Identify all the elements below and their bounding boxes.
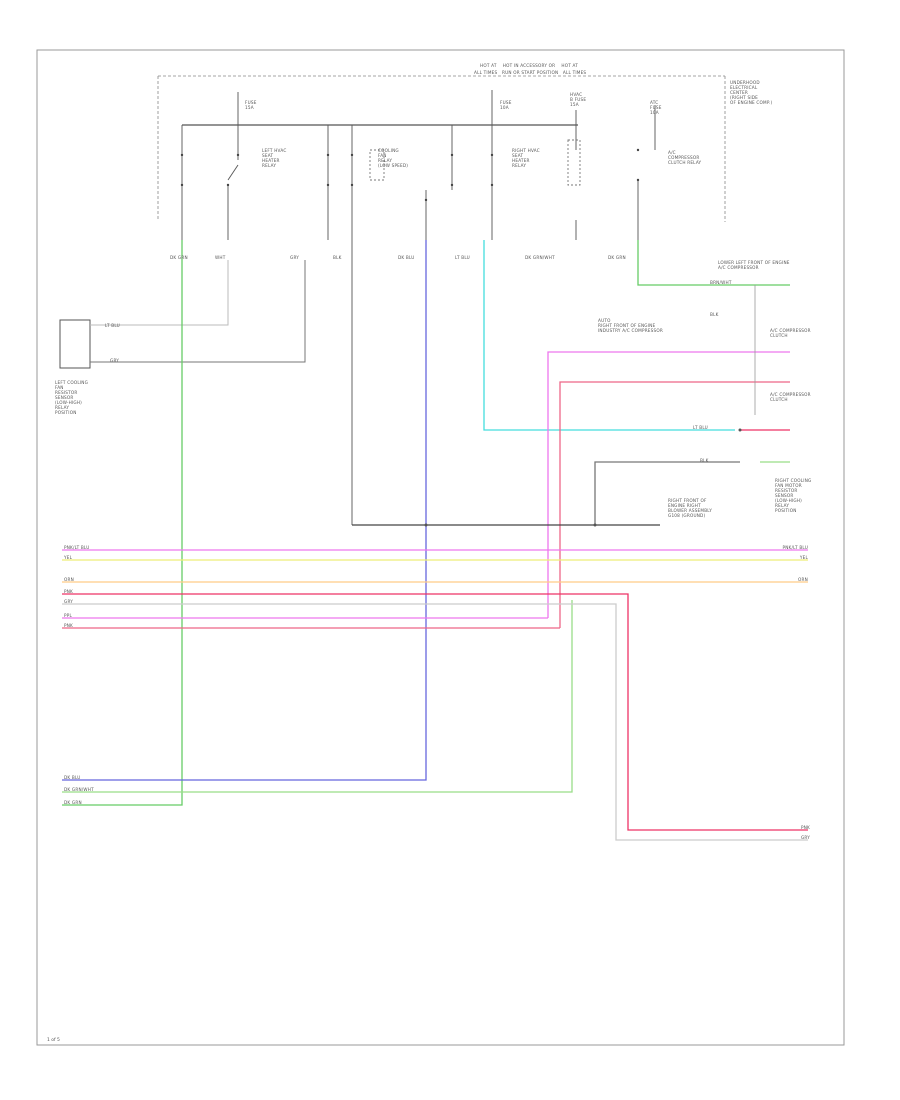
bottom-right-label-1: PNK bbox=[800, 825, 810, 830]
wire-label-5: DK BLU bbox=[398, 255, 415, 260]
bus-label-3: ORN bbox=[64, 577, 74, 582]
page-tag: 1 of 5 bbox=[47, 1038, 60, 1043]
relay-label-4: A/C COMPRESSOR CLUTCH RELAY bbox=[668, 150, 702, 165]
wire-label-10: GRY bbox=[110, 358, 120, 363]
bus-label-5: GRY bbox=[64, 599, 74, 604]
bus-label-4: PNK bbox=[64, 589, 74, 594]
bus-label-6: PPL bbox=[64, 613, 72, 618]
wire-label-8: DK GRN bbox=[608, 255, 626, 260]
right-connector-label: BRN/WHT bbox=[710, 280, 732, 285]
right-wire-label: BLK bbox=[710, 312, 719, 317]
bus-label-1: PNK/LT BLU bbox=[64, 545, 90, 550]
relay-label-2: COOLING FAN RELAY (LOW SPEED) bbox=[378, 148, 409, 168]
right-wire-cyan-label: LT BLU bbox=[693, 425, 708, 430]
power-feed-group bbox=[157, 75, 726, 222]
bus-label-2: YEL bbox=[64, 555, 73, 560]
top-power-label-2: ALL TIMES RUN OR START POSITION ALL TIME… bbox=[474, 70, 587, 75]
splice-dot-icon bbox=[424, 428, 742, 527]
relay-label-1: LEFT HVAC SEAT HEATER RELAY bbox=[262, 148, 287, 168]
fuse-label-3: HVAC B FUSE 15A bbox=[570, 92, 587, 107]
wire-label-6: LT BLU bbox=[455, 255, 470, 260]
bus-wire-group bbox=[62, 549, 808, 841]
bus-right-label-3: ORN bbox=[798, 577, 808, 582]
ground-label: RIGHT FRONT OF ENGINE RIGHT BLOWER ASSEM… bbox=[668, 498, 713, 518]
fuse-label-4: ATC FUSE 10A bbox=[650, 100, 662, 115]
underhood-center-label: UNDERHOOD ELECTRICAL CENTER (RIGHT SIDE … bbox=[730, 80, 773, 105]
wire-label-4: BLK bbox=[333, 255, 342, 260]
right-top-label: LOWER LEFT FRONT OF ENGINE A/C COMPRESSO… bbox=[718, 260, 790, 270]
wire-label-9: LT BLU bbox=[105, 323, 120, 328]
right-pink-label: AUTO RIGHT FRONT OF ENGINE INDUSTRY A/C … bbox=[598, 318, 663, 333]
top-power-label-1: HOT AT HOT IN ACCESSORY OR HOT AT bbox=[480, 63, 578, 68]
bottom-right-label-2: GRY bbox=[800, 835, 810, 840]
wire-label-2: WHT bbox=[215, 255, 226, 260]
wire-label-3: GRY bbox=[290, 255, 300, 260]
bus-right-label-2: YEL bbox=[799, 555, 808, 560]
right-clutch-label-b: A/C COMPRESSOR CLUTCH bbox=[770, 392, 811, 402]
colored-wire-group bbox=[62, 240, 790, 806]
switch-contact-icon bbox=[180, 148, 640, 202]
component-box-icon bbox=[59, 319, 91, 369]
left-feed-wires bbox=[90, 260, 306, 363]
bottom-label-2: DK GRN/WHT bbox=[64, 787, 94, 792]
bottom-label-3: DK GRN bbox=[64, 800, 82, 805]
wire-label-7: DK GRN/WHT bbox=[525, 255, 555, 260]
relay-label-3: RIGHT HVAC SEAT HEATER RELAY bbox=[512, 148, 540, 168]
bottom-label-1: DK BLU bbox=[64, 775, 81, 780]
bus-label-7: PNK bbox=[64, 623, 74, 628]
relay-contacts bbox=[181, 90, 656, 525]
right-bottom-label: RIGHT COOLING FAN MOTOR RESISTOR SENSOR … bbox=[775, 478, 812, 513]
diagram-frame bbox=[36, 49, 845, 1046]
left-component-label: LEFT COOLING FAN RESISTOR SENSOR (LOW-HI… bbox=[55, 380, 89, 415]
fuse-label-2: FUSE 10A bbox=[500, 100, 512, 110]
right-wire-black-label: BLK bbox=[700, 458, 709, 463]
bus-right-label-1: PNK/LT BLU bbox=[782, 545, 808, 550]
fuse-label-1: FUSE 15A bbox=[245, 100, 257, 110]
right-clutch-label-a: A/C COMPRESSOR CLUTCH bbox=[770, 328, 811, 338]
wire-label-1: DK GRN bbox=[170, 255, 188, 260]
